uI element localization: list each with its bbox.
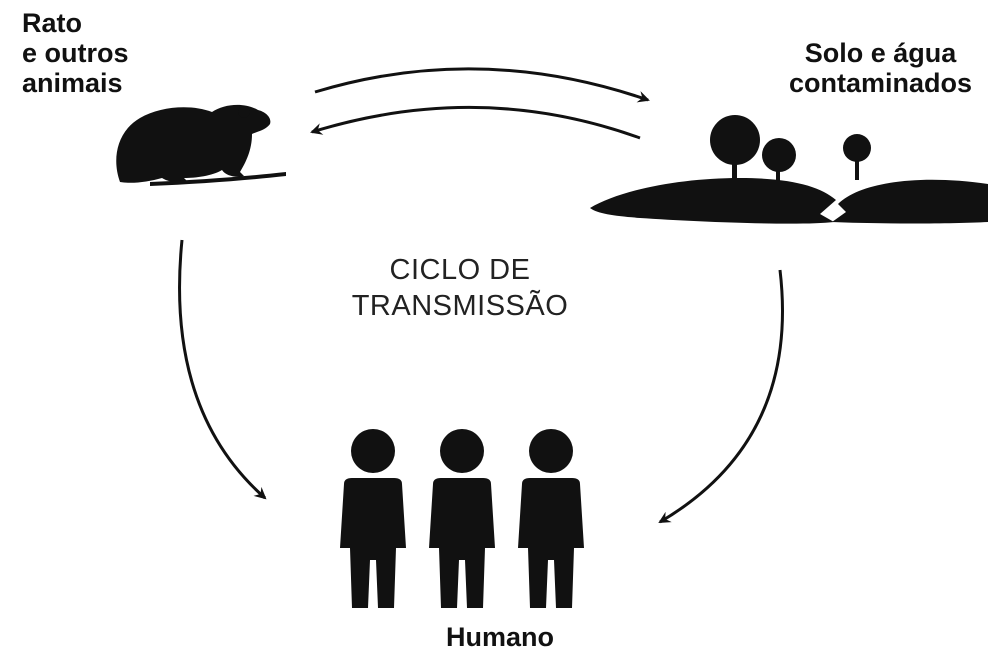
soil-water-label-line: Solo e água bbox=[804, 38, 957, 68]
arrow-rat-to-soil bbox=[314, 67, 650, 103]
cycle-title-line: TRANSMISSÃO bbox=[351, 290, 569, 322]
human-label: Humano bbox=[446, 622, 554, 652]
rat-label-line: animais bbox=[22, 68, 123, 98]
rat-label-line: e outros bbox=[22, 38, 129, 68]
person-icon bbox=[340, 429, 406, 608]
rat-label: Rato e outros animais bbox=[22, 8, 129, 98]
rat-icon bbox=[116, 104, 286, 186]
soil-water-label-line: contaminados bbox=[788, 68, 972, 98]
soil-water-label: Solo e água contaminados bbox=[789, 38, 972, 98]
arrow-rat-to-human bbox=[178, 239, 267, 500]
arrow-soil-to-rat bbox=[310, 105, 641, 140]
landscape-icon bbox=[590, 115, 988, 224]
rat-label-line: Rato bbox=[22, 8, 82, 38]
people-icon bbox=[340, 429, 584, 608]
cycle-title: CICLO DE TRANSMISSÃO bbox=[300, 252, 620, 324]
person-icon bbox=[518, 429, 584, 608]
arrow-soil-to-human bbox=[658, 269, 784, 524]
cycle-title-line: CICLO DE bbox=[389, 254, 531, 286]
person-icon bbox=[429, 429, 495, 608]
